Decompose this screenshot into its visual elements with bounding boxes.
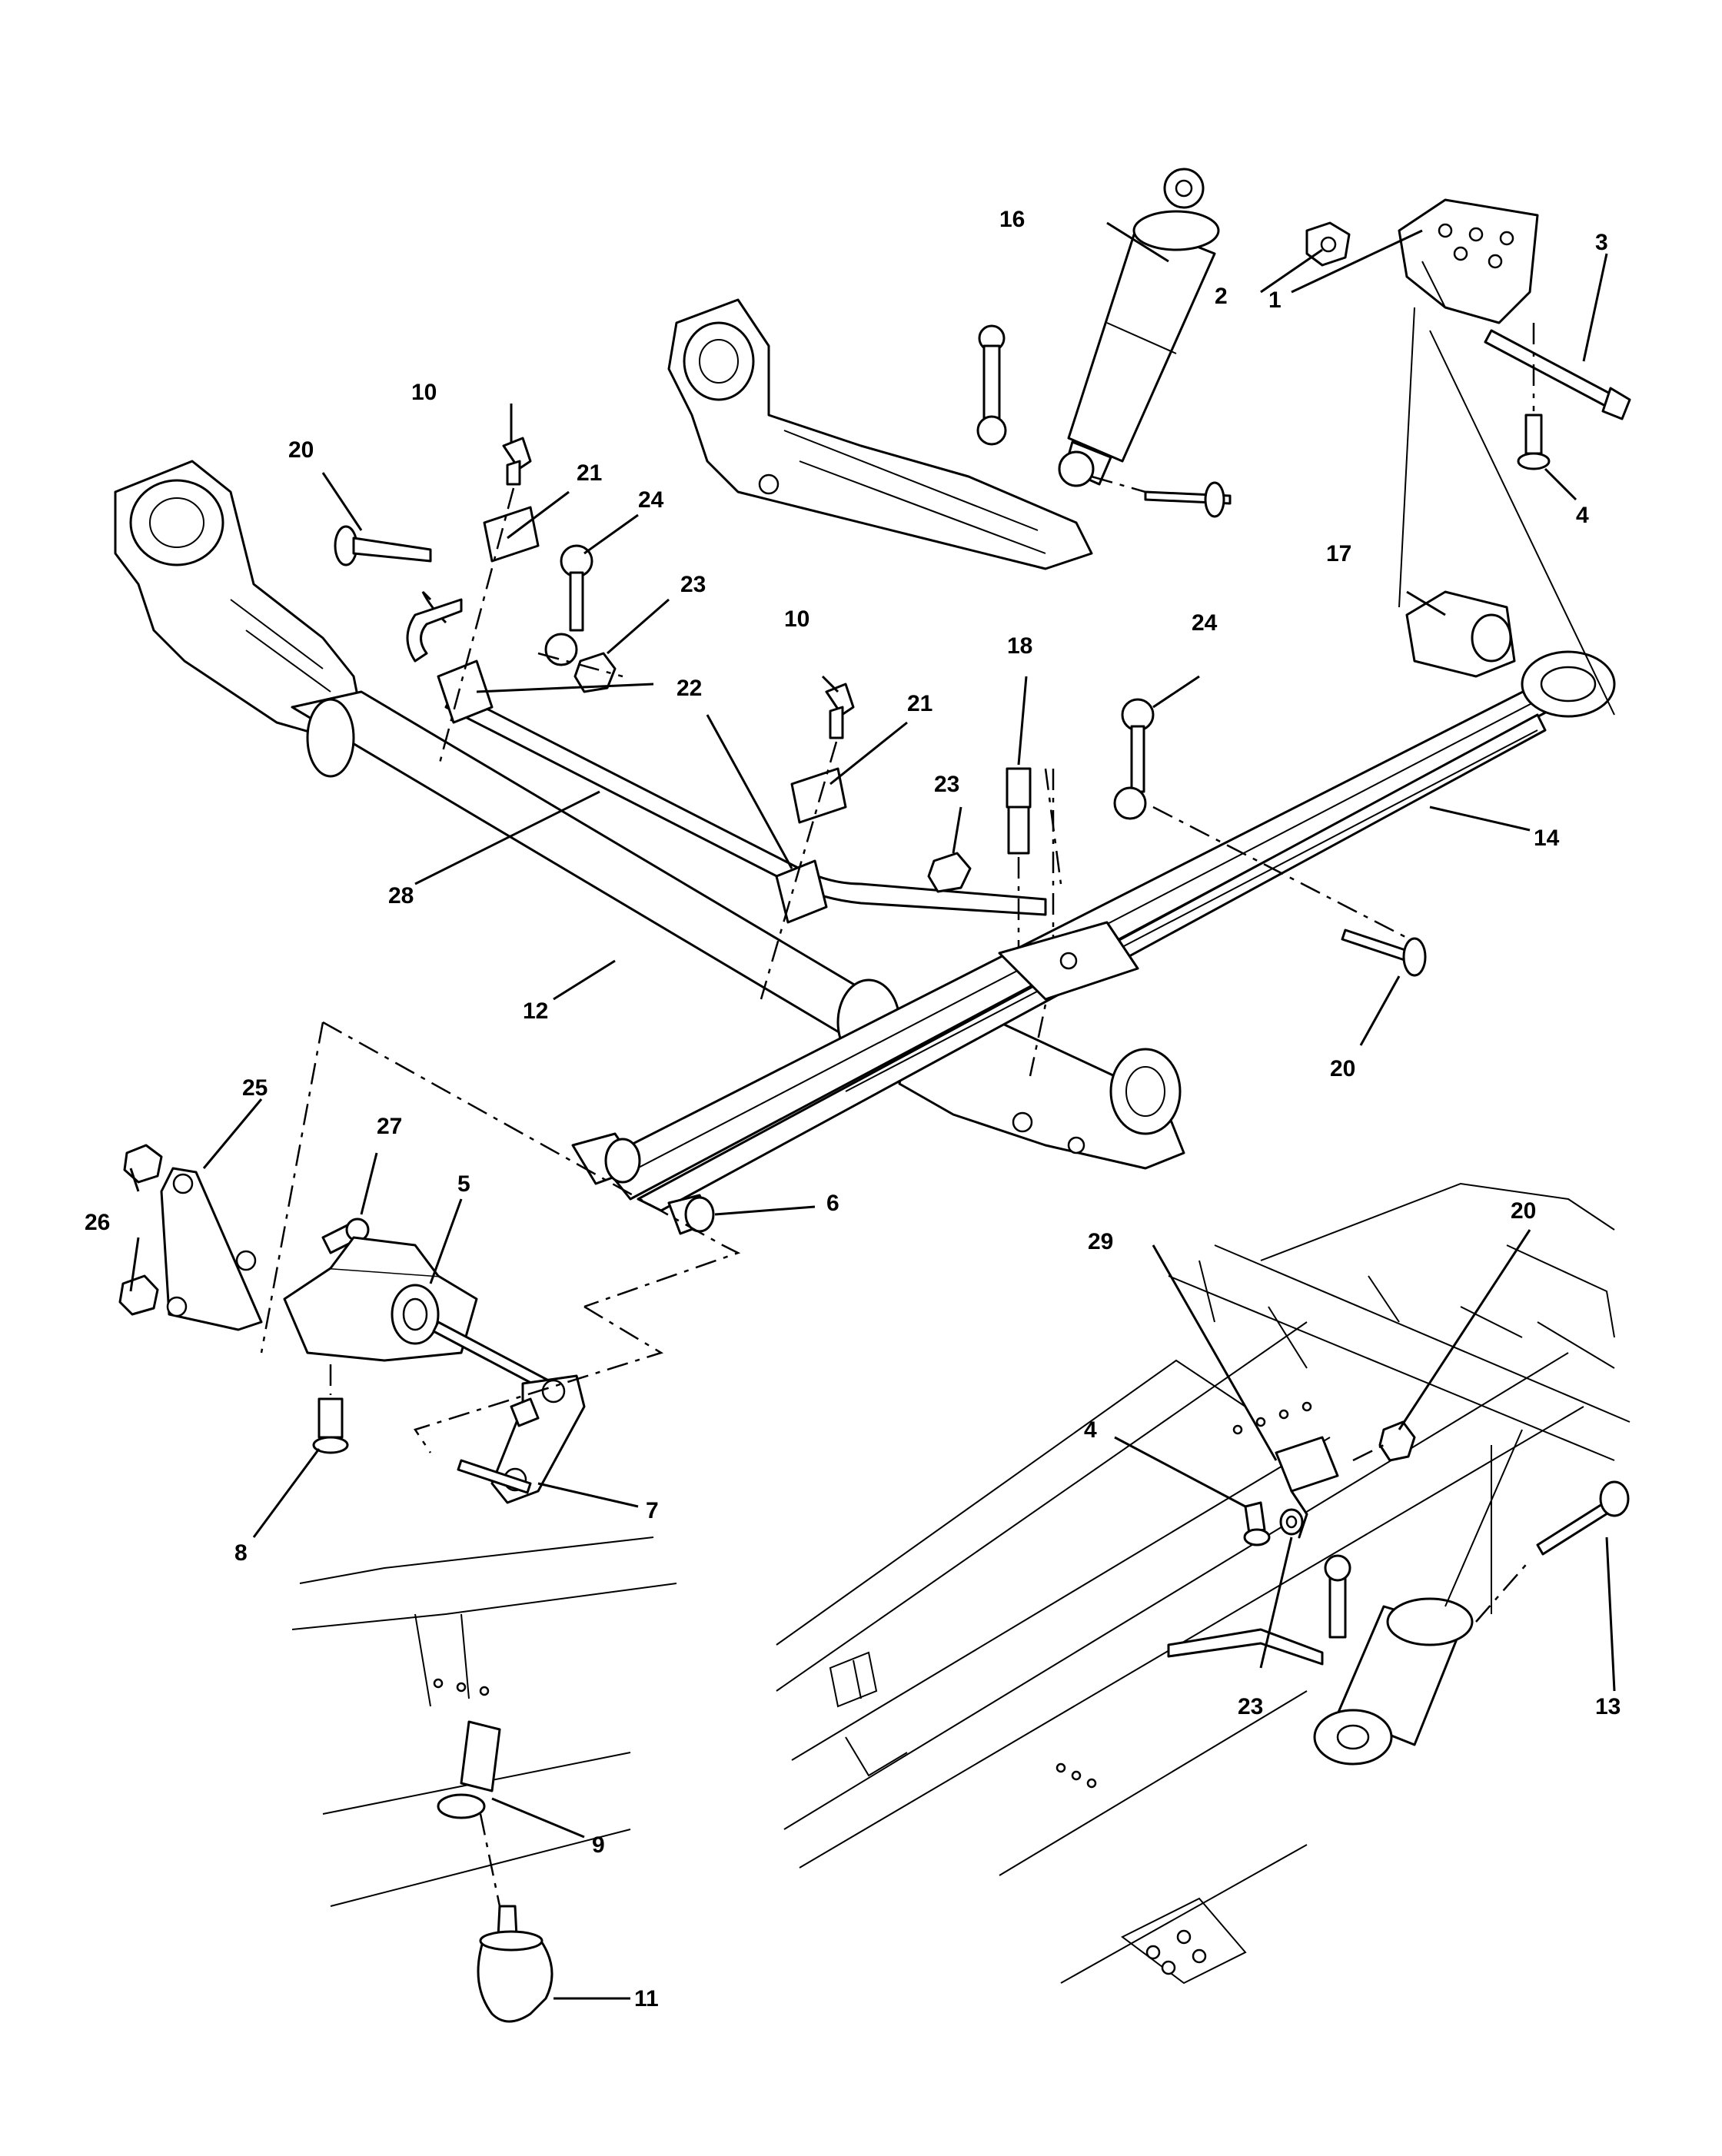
bolt <box>312 1397 349 1454</box>
jounce-bumper-bracket <box>437 1720 501 1819</box>
callout-27: 27 <box>377 1114 402 1139</box>
jounce-bumper <box>477 1905 554 2023</box>
crossmember-mount-bracket <box>1398 198 1539 324</box>
callout-labels: 1 2 3 4 4 5 6 7 8 9 10 10 11 12 13 14 16… <box>85 207 1621 2011</box>
sway-bar-bushing <box>483 506 847 824</box>
callout-23-lower: 23 <box>1238 1694 1263 1719</box>
callout-12: 12 <box>523 998 548 1024</box>
frame-rail-section-small <box>291 1536 677 1907</box>
shock-lower-bolt <box>1536 1480 1630 1556</box>
callout-4: 4 <box>1576 503 1589 528</box>
nut <box>573 652 972 893</box>
callout-28: 28 <box>388 883 414 909</box>
callout-16: 16 <box>999 207 1025 232</box>
nut <box>118 1144 163 1316</box>
shock-absorber-lower-view <box>1313 1597 1474 1766</box>
chassis-frame <box>776 1182 1631 1985</box>
bolt <box>1243 1501 1271 1546</box>
callout-23-left: 23 <box>680 572 706 597</box>
leaf-spring-shackle <box>457 1374 586 1504</box>
rear-spring-isolator <box>1405 590 1516 678</box>
callout-18: 18 <box>1007 633 1032 659</box>
callout-13: 13 <box>1595 1694 1621 1719</box>
rear-axle <box>114 460 1185 1170</box>
callout-26: 26 <box>85 1210 110 1235</box>
callout-1: 1 <box>1268 287 1282 313</box>
callout-14: 14 <box>1534 826 1560 851</box>
callout-24-left: 24 <box>638 487 664 513</box>
callout-29: 29 <box>1088 1229 1113 1254</box>
callout-5: 5 <box>457 1171 470 1197</box>
callout-4-lower: 4 <box>1084 1417 1097 1443</box>
callout-25: 25 <box>242 1075 268 1101</box>
hanger-plate <box>160 1167 263 1331</box>
bolt <box>334 525 1427 977</box>
leaf-spring-front-hanger <box>283 1236 478 1362</box>
nut <box>1305 221 1351 267</box>
hanger-plate <box>998 921 1139 1001</box>
callout-21-right: 21 <box>907 691 932 716</box>
callout-17: 17 <box>1326 541 1351 566</box>
callout-22: 22 <box>676 676 702 701</box>
callout-21-left: 21 <box>577 460 602 486</box>
callout-23-mid: 23 <box>934 772 959 797</box>
callout-7: 7 <box>646 1498 659 1523</box>
bolt <box>1517 414 1551 470</box>
callout-20-left: 20 <box>288 437 314 463</box>
callout-11: 11 <box>634 1986 659 2011</box>
callout-2: 2 <box>1215 284 1228 309</box>
callout-6: 6 <box>826 1191 839 1216</box>
leader-lines <box>129 221 1616 2000</box>
callout-8: 8 <box>234 1540 248 1566</box>
upper-axle-view <box>667 298 1093 570</box>
u-bolt <box>1006 767 1032 855</box>
nut <box>1378 1420 1416 1462</box>
sway-bar-link-upper <box>976 324 1007 446</box>
callout-9: 9 <box>592 1832 605 1858</box>
callout-20-mid: 20 <box>1330 1056 1355 1081</box>
callout-10-right: 10 <box>784 606 809 632</box>
nut <box>1279 1508 1304 1536</box>
callout-20-lower: 20 <box>1511 1198 1536 1224</box>
callout-24-right: 24 <box>1192 610 1218 636</box>
callout-10-left: 10 <box>411 380 437 405</box>
callout-3: 3 <box>1595 230 1608 255</box>
sway-bar-link <box>544 544 1155 820</box>
bolt <box>502 437 855 739</box>
bolt <box>1484 329 1631 420</box>
shock-absorber <box>1058 168 1232 518</box>
